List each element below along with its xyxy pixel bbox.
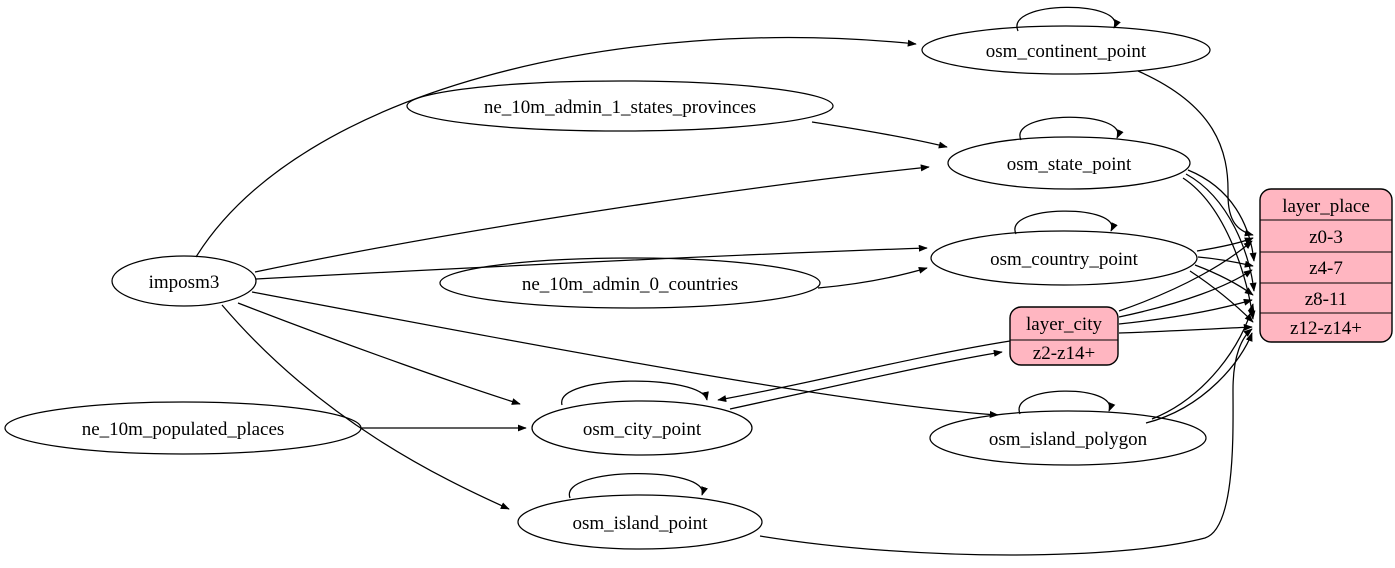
record-layer_city bbox=[1009, 306, 1119, 366]
edge-self-osm_city_point bbox=[561, 380, 709, 406]
label-layer_city-title: layer_city bbox=[1026, 314, 1102, 335]
edge-osm_country_point-to-layer_place-z12-z14 bbox=[1189, 270, 1254, 323]
edge-self-osm_country_point bbox=[1014, 210, 1118, 235]
edge-osm_island_point-to-layer_place-z12-z14 bbox=[759, 328, 1253, 556]
label-ne_10m_populated_places: ne_10m_populated_places bbox=[82, 419, 285, 440]
label-osm_state_point: osm_state_point bbox=[1007, 154, 1132, 175]
node-osm_city_point bbox=[531, 400, 753, 456]
edge-layer_city-to-layer_place-z8-11 bbox=[1118, 298, 1253, 325]
label-layer_place-row-z8-11: z8-11 bbox=[1305, 289, 1348, 310]
edge-self-osm_island_point bbox=[569, 473, 708, 499]
edge-imposm3-to-osm_continent_point bbox=[195, 36, 917, 258]
edge-osm_continent_point-to-layer_place-z0-3 bbox=[1137, 70, 1254, 237]
edge-layer_city-to-layer_place-z12-z14 bbox=[1118, 323, 1253, 334]
label-osm_island_point: osm_island_point bbox=[572, 513, 708, 534]
edge-imposm3-to-osm_state_point bbox=[254, 164, 930, 273]
edge-self-osm_continent_point bbox=[1016, 6, 1121, 32]
edge-layer_city-to-layer_place-z4-7 bbox=[1118, 269, 1253, 318]
node-osm_island_point bbox=[517, 494, 763, 550]
label-osm_city_point: osm_city_point bbox=[583, 419, 702, 440]
record-layer_place bbox=[1259, 188, 1393, 343]
edge-osm_country_point-to-layer_place-z8-11 bbox=[1194, 264, 1254, 296]
label-osm_country_point: osm_country_point bbox=[990, 249, 1138, 270]
node-labels: imposm3 ne_10m_admin_1_states_provinces … bbox=[82, 41, 1370, 534]
edge-imposm3-to-osm_country_point bbox=[255, 244, 928, 280]
label-layer_place-title: layer_place bbox=[1282, 196, 1370, 217]
edge-osm_island_polygon-to-layer_place-z8-11 bbox=[1151, 303, 1255, 420]
edge-layer_city-to-osm_city_point bbox=[717, 340, 1011, 403]
node-osm_island_polygon bbox=[929, 410, 1207, 466]
edge-osm_city_point-to-layer_city-z2-z14 bbox=[729, 349, 1003, 410]
edge-osm_state_point-to-layer_place-z8-11 bbox=[1185, 173, 1257, 292]
label-layer_place-row-z12-z14: z12-z14+ bbox=[1290, 318, 1362, 339]
edge-imposm3-to-osm_island_polygon bbox=[251, 291, 999, 418]
edge-self-osm_island_polygon bbox=[1018, 390, 1116, 415]
edge-imposm3-to-osm_island_point bbox=[221, 304, 510, 510]
label-layer_city-row-z2-z14: z2-z14+ bbox=[1033, 343, 1095, 364]
label-imposm3: imposm3 bbox=[149, 272, 220, 293]
label-layer_place-row-z0-3: z0-3 bbox=[1309, 227, 1343, 248]
label-ne_10m_admin_0_countries: ne_10m_admin_0_countries bbox=[522, 274, 738, 295]
node-osm_country_point bbox=[930, 230, 1198, 286]
node-imposm3 bbox=[111, 255, 257, 307]
node-ne_10m_admin_0_countries bbox=[439, 257, 821, 309]
label-osm_island_polygon: osm_island_polygon bbox=[989, 429, 1148, 450]
edge-layer_city-to-layer_place-z0-3 bbox=[1118, 240, 1253, 312]
edge-ne_10m_admin_0_countries-to-osm_country_point bbox=[817, 266, 928, 289]
node-osm_state_point bbox=[947, 136, 1191, 190]
edge-ne_10m_admin_1_states_provinces-to-osm_state_point bbox=[811, 121, 948, 149]
node-shapes bbox=[4, 25, 1211, 550]
edge-imposm3-to-osm_city_point bbox=[237, 302, 521, 405]
label-ne_10m_admin_1_states_provinces: ne_10m_admin_1_states_provinces bbox=[484, 97, 756, 118]
label-osm_continent_point: osm_continent_point bbox=[986, 41, 1147, 62]
edge-self-osm_state_point bbox=[1019, 116, 1124, 141]
edges bbox=[195, 6, 1257, 556]
label-layer_place-row-z4-7: z4-7 bbox=[1309, 258, 1343, 279]
edge-osm_island_polygon-to-layer_place-z12-z14 bbox=[1145, 332, 1253, 424]
node-osm_continent_point bbox=[921, 25, 1211, 75]
node-ne_10m_admin_1_states_provinces bbox=[406, 80, 834, 132]
